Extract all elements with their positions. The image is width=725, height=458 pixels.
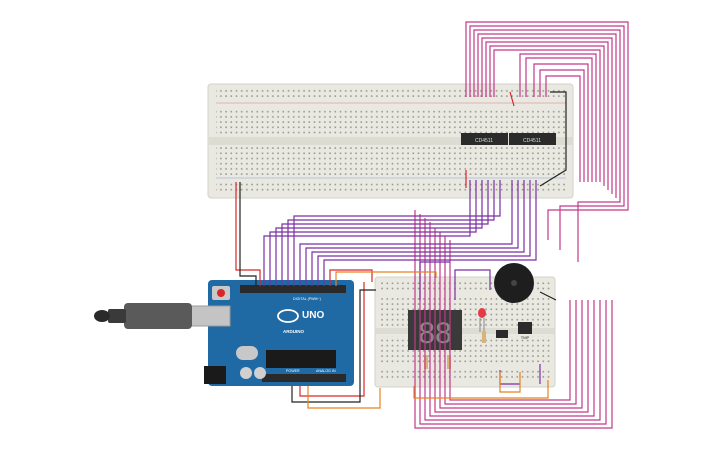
arduino-logo-icon: [277, 309, 299, 323]
temperature-sensor[interactable]: TMP: [518, 322, 532, 340]
digital-label: DIGITAL (PWM~): [293, 297, 321, 301]
analog-label: ANALOG IN: [316, 369, 336, 373]
arduino-brand-label: ARDUINO: [283, 329, 304, 334]
chip-1-label: CD4511: [475, 138, 493, 144]
power-label: POWER: [286, 369, 300, 373]
purple-wires[interactable]: [263, 180, 541, 385]
digital-header: [240, 285, 346, 293]
large-breadboard: [207, 83, 574, 199]
small-ic[interactable]: [496, 330, 508, 338]
sensor-label: TMP: [521, 335, 530, 340]
decoder-chip-1[interactable]: CD4511: [461, 133, 508, 145]
power-analog-header: [262, 374, 346, 382]
piezo-buzzer[interactable]: [494, 263, 534, 303]
resistors[interactable]: [424, 331, 486, 369]
microcontroller-chip: [266, 350, 336, 368]
decoder-chip-2[interactable]: CD4511: [509, 133, 556, 145]
capacitor-2: [254, 367, 266, 379]
black-wires[interactable]: [239, 91, 567, 403]
red-wires[interactable]: [235, 91, 515, 397]
chip-2-label: CD4511: [523, 138, 541, 144]
red-led[interactable]: [478, 308, 486, 332]
power-jack: [204, 366, 226, 384]
crystal: [236, 346, 258, 360]
usb-cable[interactable]: [94, 303, 231, 329]
magenta-wires[interactable]: [414, 21, 629, 429]
arduino-model-label: UNO: [302, 310, 324, 321]
orange-wires[interactable]: [307, 271, 549, 409]
arduino-uno-board[interactable]: ARDUINO UNO DIGITAL (PWM~) POWER ANALOG …: [204, 280, 354, 386]
capacitor-1: [240, 367, 252, 379]
